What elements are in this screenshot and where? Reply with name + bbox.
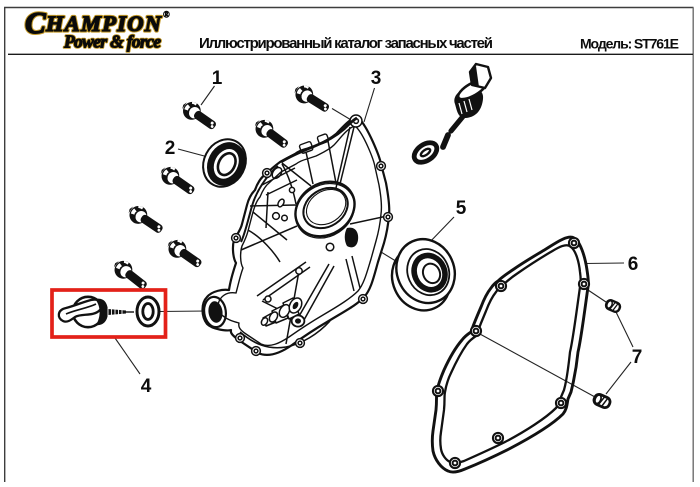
svg-text:5: 5 xyxy=(456,198,467,219)
svg-text:7: 7 xyxy=(632,347,643,368)
svg-text:Модель: ST761E: Модель: ST761E xyxy=(580,36,679,52)
svg-text:4: 4 xyxy=(141,376,152,397)
svg-text:C: C xyxy=(25,5,46,40)
svg-text:6: 6 xyxy=(628,254,639,275)
svg-text:HAMPION: HAMPION xyxy=(45,11,162,36)
svg-text:Power & force: Power & force xyxy=(63,32,161,52)
svg-text:®: ® xyxy=(163,10,170,20)
svg-text:2: 2 xyxy=(165,138,176,159)
svg-text:3: 3 xyxy=(371,68,382,89)
svg-text:Power & force: Power & force xyxy=(63,32,161,52)
svg-text:C: C xyxy=(25,5,46,40)
svg-text:1: 1 xyxy=(212,68,223,89)
svg-text:HAMPION: HAMPION xyxy=(45,11,162,36)
svg-text:Иллюстрированный каталог запас: Иллюстрированный каталог запасных частей xyxy=(199,35,493,52)
